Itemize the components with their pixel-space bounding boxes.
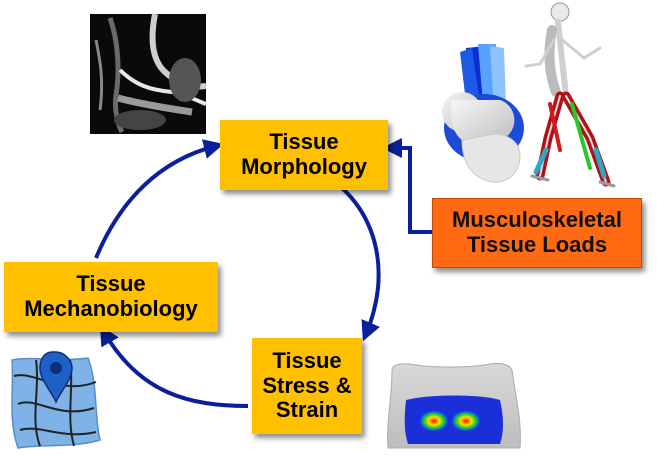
cell-network-icon <box>11 351 101 449</box>
tissue-morphology-box: Tissue Morphology <box>220 120 388 190</box>
arrow-loads-to-morphology <box>382 138 432 234</box>
cycle-arrows <box>94 138 432 408</box>
tissue-mechanobiology-label: Tissue Mechanobiology <box>24 271 198 321</box>
arrow-morphology-to-stress <box>340 186 381 342</box>
musculoskeletal-skeleton-model <box>524 2 616 188</box>
finite-element-strain-map <box>387 362 521 449</box>
knee-ligament-model <box>442 44 524 183</box>
musculoskeletal-tissue-loads-label: Musculoskeletal Tissue Loads <box>452 207 622 257</box>
tissue-mechanobiology-box: Tissue Mechanobiology <box>4 262 218 332</box>
musculoskeletal-tissue-loads-box: Musculoskeletal Tissue Loads <box>432 198 642 268</box>
arrow-mechanobiology-to-morphology <box>94 139 224 259</box>
arrow-stress-to-mechanobiology <box>99 325 249 408</box>
mri-knee-image <box>90 13 207 134</box>
tissue-stress-strain-label: Tissue Stress & Strain <box>262 348 352 423</box>
tissue-stress-strain-box: Tissue Stress & Strain <box>252 338 362 434</box>
tissue-morphology-label: Tissue Morphology <box>241 129 367 179</box>
